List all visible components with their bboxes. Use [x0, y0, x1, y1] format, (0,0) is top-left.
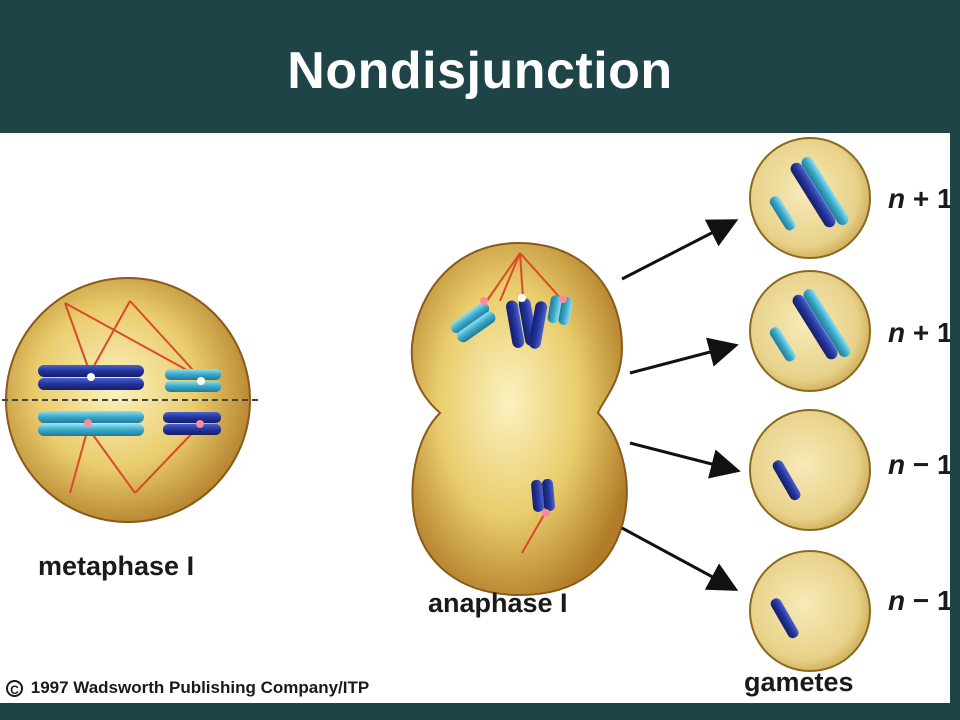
metaphase-chromosome-pair-large-bottom [38, 411, 144, 436]
gamete-count-2-op: + [912, 317, 930, 348]
metaphase-chromosome-pair-small-bottom [163, 412, 221, 435]
gamete-count-3-op: − [912, 449, 930, 480]
gamete-count-2: n + 1 [888, 317, 950, 349]
arrow-gamete-1 [621, 219, 739, 281]
gamete-count-3: n − 1 [888, 449, 950, 481]
slide-title: Nondisjunction [287, 41, 673, 100]
gamete-count-2-num: 1 [937, 317, 950, 348]
metaphase-spindle [64, 300, 206, 494]
copyright-symbol: C [6, 680, 23, 698]
gamete-count-1-num: 1 [937, 183, 950, 214]
gamete-3 [749, 409, 871, 531]
gamete-count-3-num: 1 [937, 449, 950, 480]
diagram-panel: metaphase I anaphase I gametes n + 1 n +… [0, 133, 950, 703]
anaphase-chromosomes-top [450, 294, 573, 349]
gamete-1 [749, 137, 871, 259]
gamete-count-4-op: − [912, 585, 930, 616]
label-gametes: gametes [744, 667, 854, 697]
anaphase-chromosome-bottom [531, 478, 555, 517]
arrow-gamete-3 [629, 441, 741, 479]
metaphase-cell [2, 277, 258, 523]
arrow-gamete-4 [621, 526, 739, 591]
gamete-count-1-n: n [888, 183, 906, 214]
arrows [621, 219, 741, 591]
title-bar: Nondisjunction [0, 0, 960, 133]
metaphase-chromosome-pair-small-top [165, 369, 221, 392]
copyright-text: 1997 Wadsworth Publishing Company/ITP [30, 678, 370, 697]
label-anaphase: anaphase I [428, 588, 568, 618]
anaphase-spindle-bottom [521, 512, 546, 554]
gamete-count-4-n: n [888, 585, 906, 616]
gamete-4 [749, 550, 871, 672]
gamete-count-1: n + 1 [888, 183, 950, 215]
label-metaphase: metaphase I [38, 551, 195, 581]
anaphase-cell [410, 241, 628, 597]
gamete-count-1-op: + [912, 183, 930, 214]
anaphase-spindle-top [483, 252, 564, 306]
gamete-count-2-n: n [888, 317, 906, 348]
gamete-count-4-num: 1 [937, 585, 950, 616]
metaphase-chromosome-pair-large-top [38, 365, 144, 390]
gamete-2 [749, 270, 871, 392]
copyright-notice: C 1997 Wadsworth Publishing Company/ITP [6, 678, 369, 698]
nondisjunction-diagram [2, 137, 871, 672]
gamete-count-3-n: n [888, 449, 906, 480]
arrow-gamete-2 [629, 337, 739, 375]
gamete-count-4: n − 1 [888, 585, 950, 617]
